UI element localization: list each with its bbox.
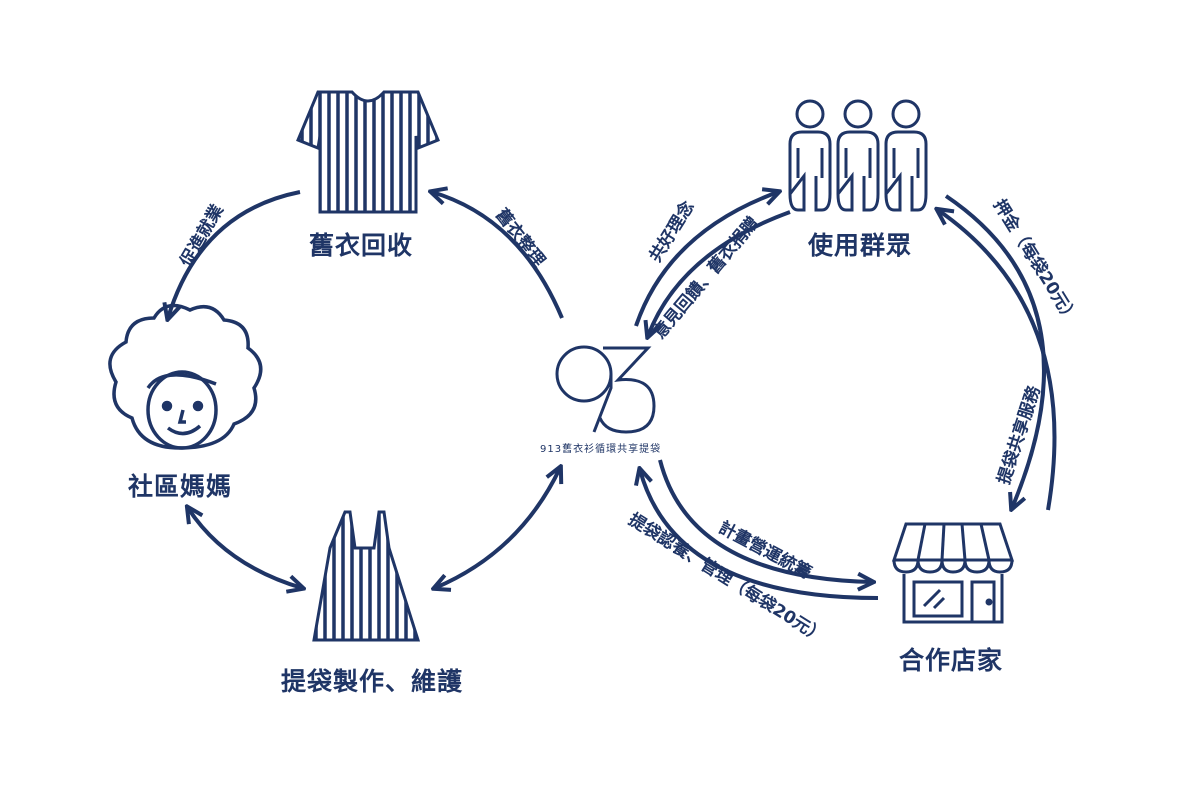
arrow-concept	[634, 192, 778, 327]
node-label-mother: 社區媽媽	[128, 472, 233, 501]
arrow-feedback	[648, 210, 791, 336]
curly-hair-woman-icon	[108, 303, 263, 450]
node-label-bag: 提袋製作、維護	[281, 667, 464, 696]
logo-tagline: 913舊衣衫循環共享提袋	[540, 444, 662, 455]
node-label-store: 合作店家	[899, 646, 1004, 675]
logo-913-mark	[555, 345, 656, 434]
storefront-icon	[891, 522, 1015, 624]
striped-tote-bag-icon	[312, 510, 421, 642]
striped-shirt-icon	[296, 90, 440, 214]
three-people-icon	[788, 99, 928, 212]
arrow-mother-bag	[188, 508, 302, 588]
arrow-bag-logo	[435, 468, 560, 588]
arrow-service	[944, 194, 1046, 508]
arrow-certification	[640, 470, 879, 600]
node-label-clothes: 舊衣回收	[309, 231, 414, 260]
arrow-deposit	[938, 210, 1057, 511]
node-label-users: 使用群眾	[808, 231, 913, 260]
arrow-sorting	[432, 192, 564, 319]
arrow-planning	[658, 459, 872, 582]
arrow-employment	[168, 190, 301, 318]
